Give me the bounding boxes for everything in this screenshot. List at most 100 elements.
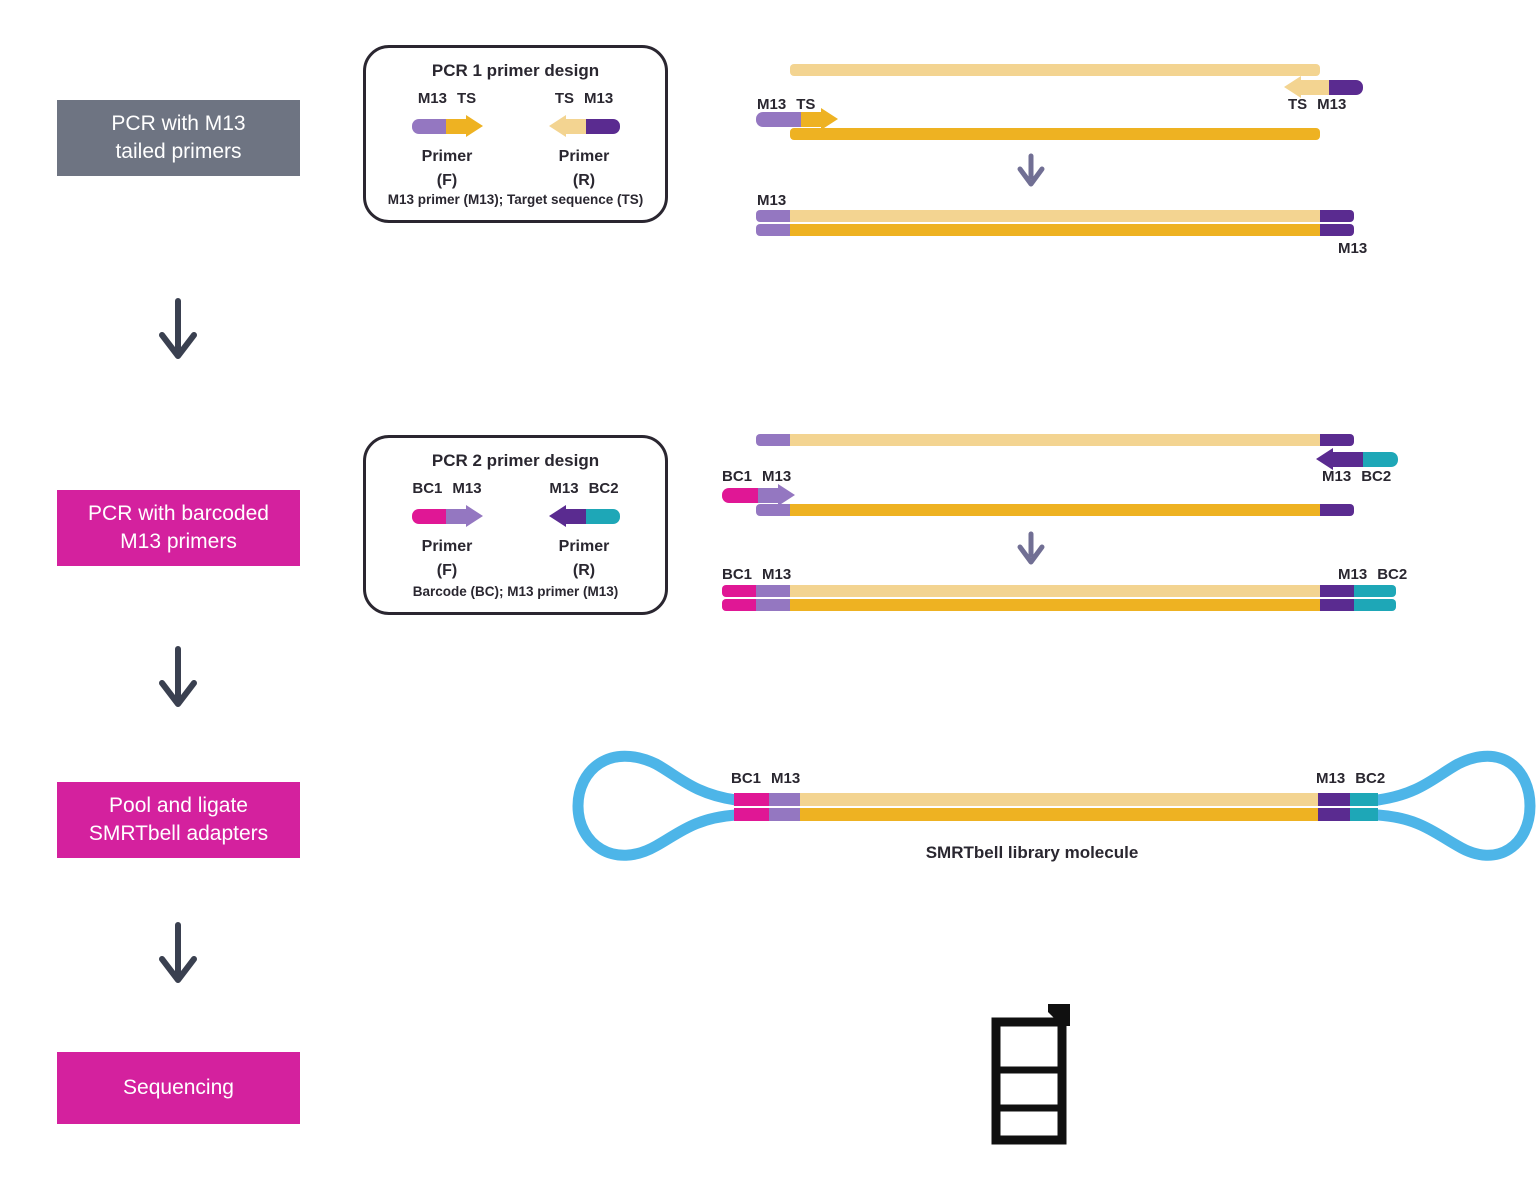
smrtbell-strand-top <box>734 793 1378 806</box>
small-down-arrow-icon <box>1016 153 1046 188</box>
target-sequence-segment <box>790 210 1320 222</box>
bc1-segment <box>722 599 756 611</box>
m13-arrow-body <box>758 487 778 503</box>
m13-tail-segment <box>411 118 446 134</box>
m13-tail-segment <box>1320 599 1354 611</box>
ts-arrow-body <box>1301 79 1329 95</box>
left-arrowhead-icon <box>1316 448 1333 470</box>
pcr1-product-strand-bottom <box>756 224 1354 236</box>
m13-tail-segment <box>769 793 800 806</box>
bc2-segment <box>1363 451 1398 467</box>
pcr1-design-title: PCR 1 primer design <box>431 61 600 80</box>
reverse-primer-annealed <box>1284 76 1363 98</box>
down-arrow-icon <box>158 646 198 712</box>
reverse-primer-graphic <box>548 114 620 138</box>
pcr1-primer-design-box: PCR 1 primer design M13 TS Primer (F) <box>363 45 668 223</box>
m13-label: M13 <box>583 90 614 107</box>
m13-tail-segment <box>756 224 790 236</box>
bc1-segment <box>411 508 446 524</box>
template-strand-bottom <box>790 128 1320 140</box>
m13-tail-segment <box>585 118 620 134</box>
ts-label: TS <box>457 90 477 107</box>
barcoded-reverse-primer-label: M13 BC2 <box>1322 468 1391 485</box>
m13-tail-segment <box>756 504 790 516</box>
step-label-line: PCR with barcoded <box>88 502 269 526</box>
forward-primer-annealed <box>756 108 838 130</box>
product-m13-label-right: M13 <box>1338 240 1367 257</box>
target-sequence-segment <box>790 599 1320 611</box>
bc1-segment <box>734 808 769 821</box>
m13-arrow-body <box>565 508 586 524</box>
forward-primer-graphic <box>411 114 483 138</box>
pcr2-product-label-right: M13 BC2 <box>1338 566 1407 583</box>
primer-word: Primer <box>558 538 610 555</box>
m13-tail-segment <box>756 599 790 611</box>
bc1-label: BC1 <box>412 480 443 497</box>
sequencer-instrument-icon <box>982 1000 1082 1148</box>
primer-f-suffix: (F) <box>436 172 458 189</box>
bc1-segment <box>722 487 758 503</box>
right-arrowhead-icon <box>778 484 795 506</box>
pcr1-product-strand-top <box>756 210 1354 222</box>
m13-label: M13 <box>452 480 482 497</box>
m13-label: M13 <box>549 480 579 497</box>
m13-label: M13 <box>757 192 787 209</box>
m13-tail-segment <box>1318 808 1350 821</box>
step-box-pcr-barcoded: PCR with barcoded M13 primers <box>57 490 300 566</box>
step-label-line: Sequencing <box>123 1076 234 1100</box>
m13-label: M13 <box>1338 566 1368 583</box>
right-arrowhead-icon <box>465 115 483 137</box>
pcr2-product-strand-top <box>722 585 1396 597</box>
primer-r-suffix: (R) <box>572 172 596 189</box>
target-sequence-segment <box>790 64 1320 76</box>
smrtbell-adapter-loop-right <box>1372 738 1536 883</box>
step-label-line: SMRTbell adapters <box>88 822 269 845</box>
small-down-arrow-icon <box>1016 531 1046 566</box>
step-label-line: tailed primers <box>115 140 242 163</box>
forward-primer-graphic <box>411 504 483 528</box>
target-sequence-segment <box>790 434 1320 446</box>
m13-arrow-body <box>1333 451 1363 467</box>
template-strand-top <box>790 64 1320 76</box>
pcr2-template-strand-bottom <box>756 504 1354 516</box>
primer-word: Primer <box>421 538 473 555</box>
pcr2-design-footnote: Barcode (BC); M13 primer (M13) <box>412 584 619 599</box>
m13-tail-segment <box>1329 79 1363 95</box>
pcr2-product-strand-bottom <box>722 599 1396 611</box>
pcr2-product-label-left: BC1 M13 <box>722 566 791 583</box>
bc2-segment <box>1354 599 1396 611</box>
primer-word: Primer <box>558 148 610 165</box>
m13-label: M13 <box>1316 770 1346 787</box>
m13-label: M13 <box>1317 96 1347 113</box>
target-sequence-segment <box>790 504 1320 516</box>
bc2-label: BC2 <box>1355 770 1386 787</box>
right-arrowhead-icon <box>465 505 483 527</box>
m13-tail-segment <box>756 585 790 597</box>
pcr1-forward-primer-group: M13 TS Primer (F) <box>392 90 502 193</box>
ts-label: TS <box>554 90 574 107</box>
step-box-sequencing: Sequencing <box>57 1052 300 1124</box>
m13-tail-segment <box>1320 504 1354 516</box>
pcr2-reverse-primer-group: M13 BC2 Primer (R) <box>529 480 639 583</box>
bc1-label: BC1 <box>731 770 762 787</box>
reverse-primer-graphic <box>548 504 620 528</box>
m13-tail-segment <box>1320 434 1354 446</box>
pcr2-forward-primer-group: BC1 M13 Primer (F) <box>392 480 502 583</box>
forward-primer-label: M13 TS <box>757 96 815 113</box>
barcoded-forward-primer-annealed <box>722 484 795 506</box>
target-sequence-segment <box>790 128 1320 140</box>
right-arrowhead-icon <box>821 108 838 130</box>
ts-label: TS <box>1288 96 1308 113</box>
bc1-segment <box>722 585 756 597</box>
target-sequence-segment <box>790 224 1320 236</box>
bc2-segment <box>1354 585 1396 597</box>
ts-label: TS <box>796 96 816 113</box>
primer-r-suffix: (R) <box>572 562 596 579</box>
reverse-primer-label: TS M13 <box>1288 96 1346 113</box>
bc2-label: BC2 <box>588 480 619 497</box>
down-arrow-icon <box>158 922 198 988</box>
pcr1-design-footnote: M13 primer (M13); Target sequence (TS) <box>387 192 644 207</box>
product-m13-label-left: M13 <box>757 192 786 209</box>
smrtbell-adapter-loop-left <box>570 738 745 883</box>
primer-word: Primer <box>421 148 473 165</box>
